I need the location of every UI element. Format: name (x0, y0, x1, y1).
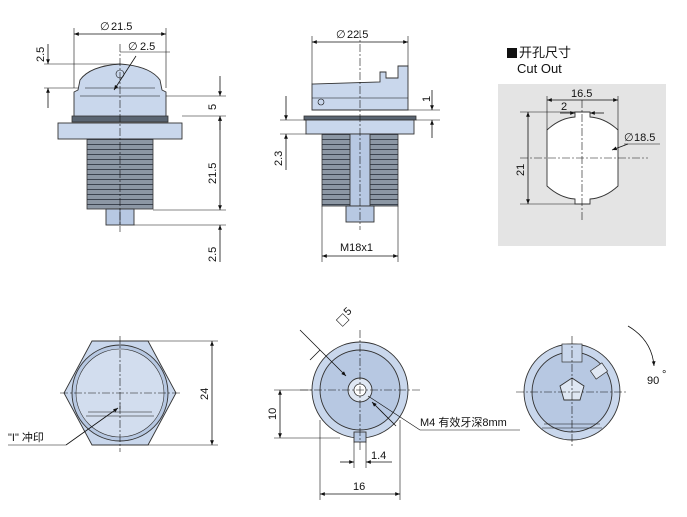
front-dia-symbol: ∅ (100, 21, 110, 33)
side-thread-label: M18x1 (340, 242, 373, 254)
side-h-mid-label: 2.3 (273, 151, 285, 166)
rotation-arrow (627, 325, 656, 367)
front-h-body-label: 21.5 (207, 163, 219, 184)
front-h-bottom-label: 2.5 (207, 247, 219, 262)
cutout-dia-label: 18.5 (634, 132, 655, 144)
key-square-label: 5 (342, 305, 355, 318)
svg-text:∅: ∅ (128, 41, 138, 53)
front-h-top-label: 2.5 (35, 47, 47, 62)
cutout-title-marker (507, 48, 517, 58)
rotation-angle: 90 (647, 375, 659, 387)
rotation-degree: ° (662, 369, 666, 381)
key-view: 5 M4 有效牙深8mm 10 1.4 16 (267, 305, 520, 500)
cutout-width-label: 16.5 (571, 88, 592, 100)
svg-text:∅: ∅ (336, 29, 346, 41)
side-dia-label: 22.5 (347, 29, 368, 41)
key-w-small-label: 1.4 (371, 450, 386, 462)
cutout-title-en: Cut Out (517, 61, 562, 76)
front-h-flange-label: 5 (207, 104, 219, 110)
hex-mark-label: "I" 冲印 (8, 430, 44, 444)
cutout-key-label: 2 (561, 101, 567, 113)
key-w-total-label: 16 (353, 481, 365, 493)
cutout-height-label: 21 (515, 164, 527, 176)
svg-text:∅: ∅ (624, 132, 634, 144)
key-screw-note: M4 有效牙深8mm (420, 415, 507, 429)
cutout-panel: 开孔尺寸 Cut Out 16.5 2 ∅ 18.5 21 (498, 45, 666, 246)
key-h-left-label: 10 (267, 408, 279, 420)
front-dia-top-label: 21.5 (111, 21, 132, 33)
square-symbol (335, 313, 350, 327)
cutout-title-cn: 开孔尺寸 (519, 45, 571, 60)
front-dia-mark-label: 2.5 (140, 41, 155, 53)
rotated-view: 90 ° (516, 325, 666, 448)
hex-view: 24 "I" 冲印 (8, 336, 218, 452)
side-view: ∅ 22.5 1 2.3 M18x1 (273, 29, 440, 262)
side-h-small-label: 1 (421, 96, 433, 102)
front-view: ∅ 21.5 ∅ 2.5 2.5 5 21.5 2.5 (35, 21, 226, 262)
hex-height-label: 24 (199, 388, 211, 400)
